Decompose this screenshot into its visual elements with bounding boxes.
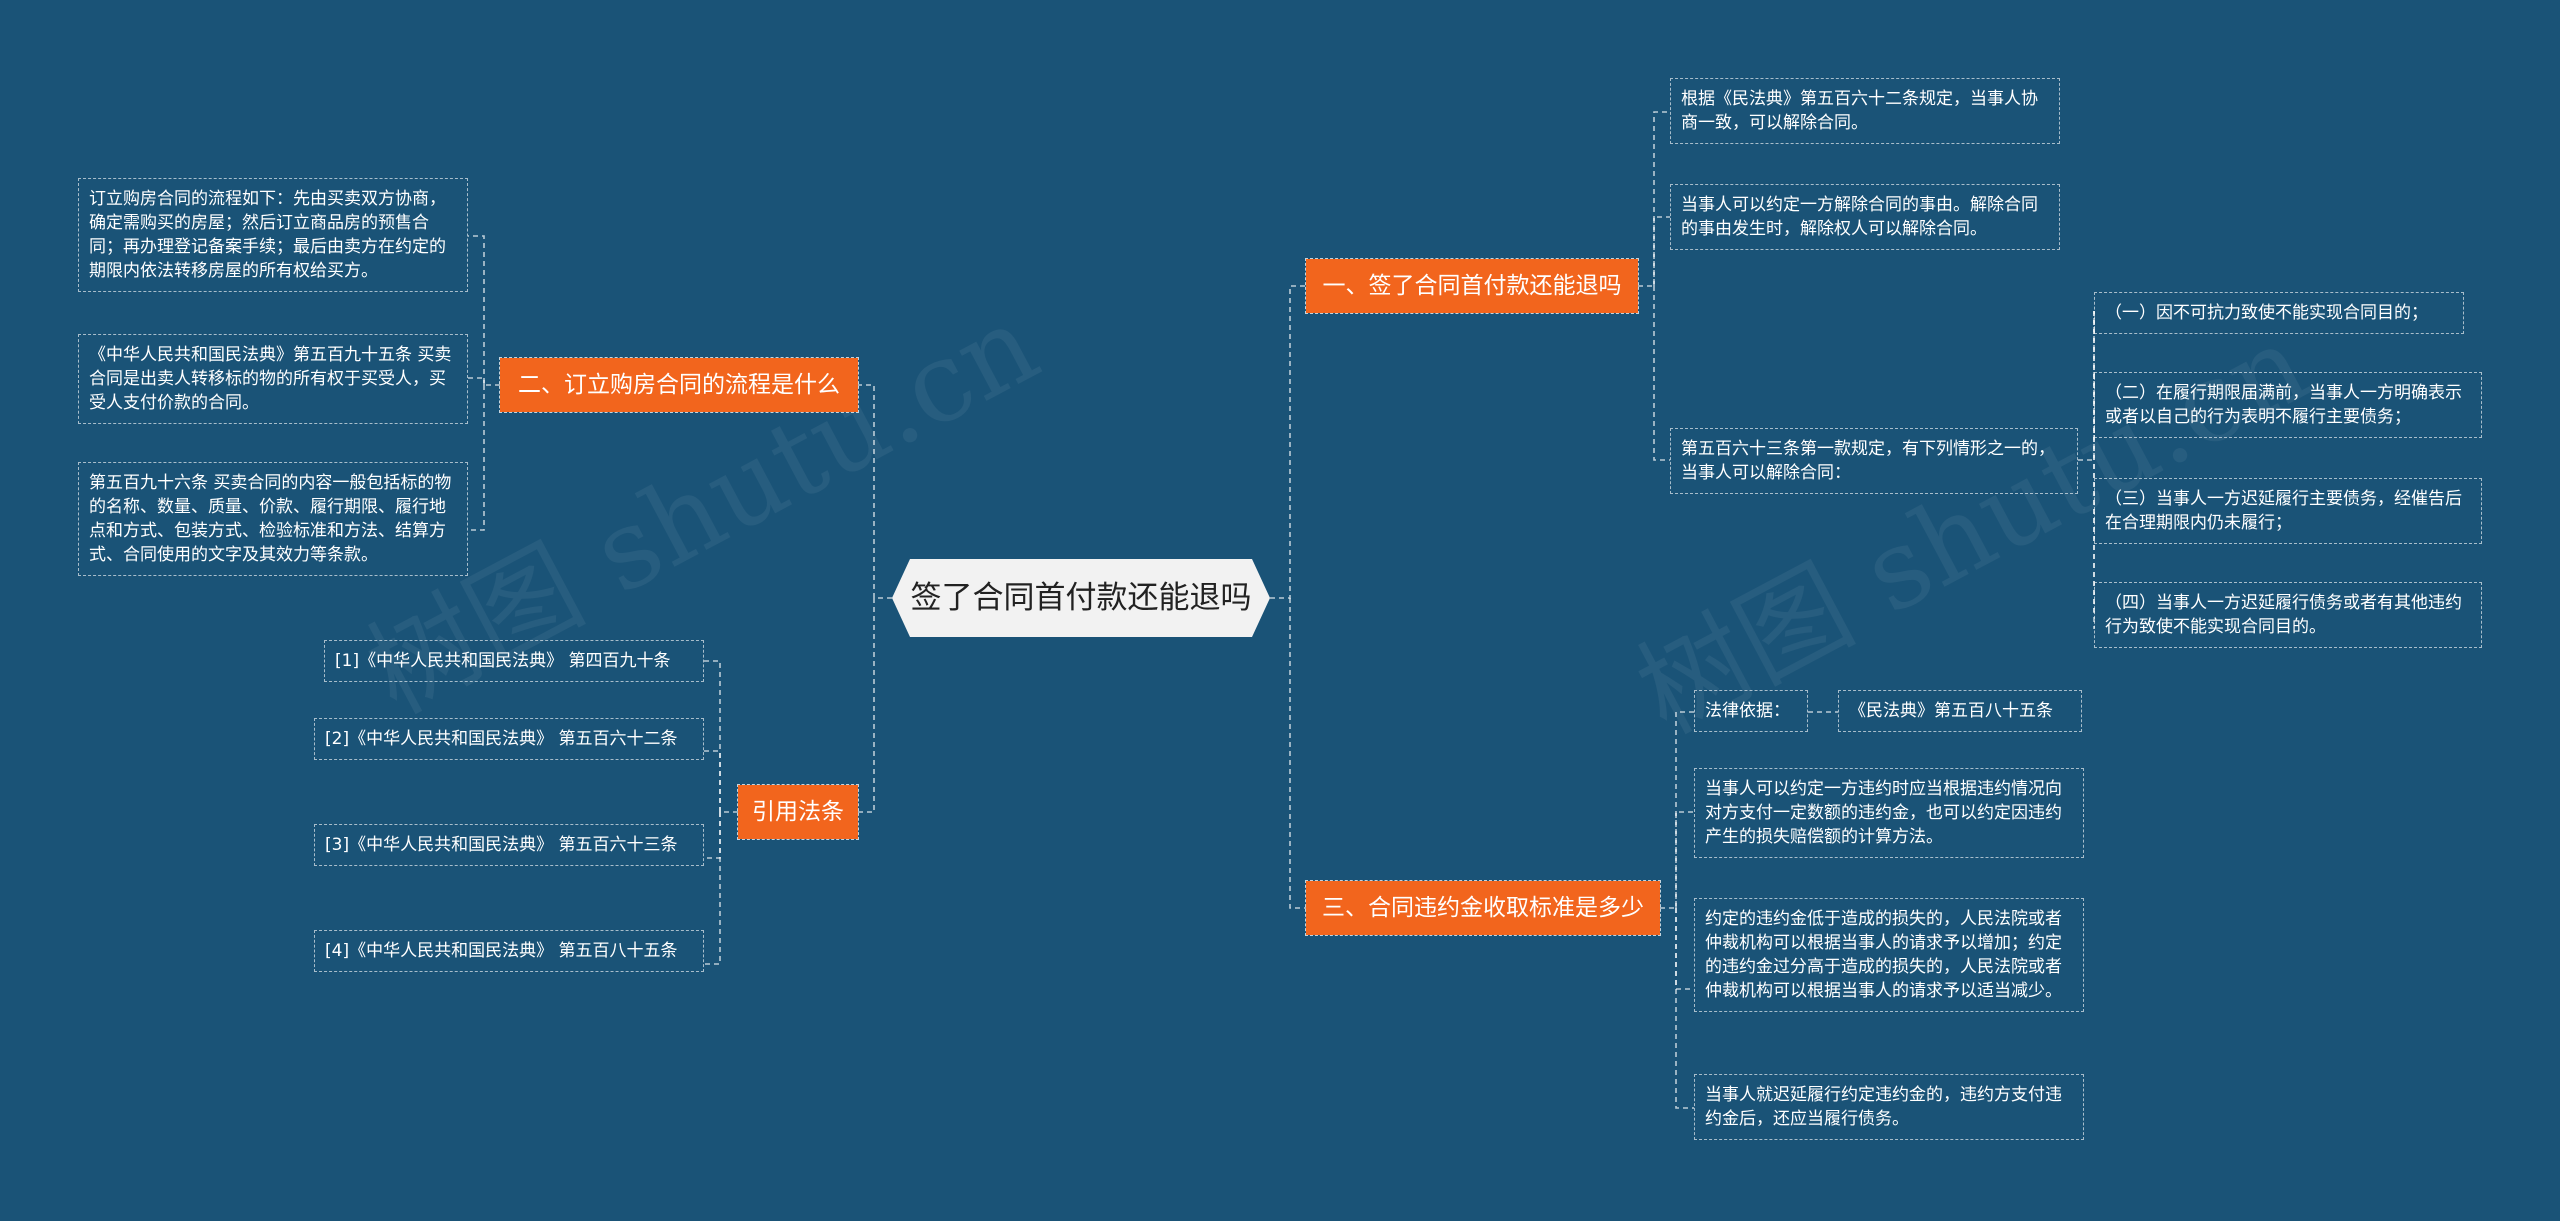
leaf-case-2[interactable]: （二）在履行期限届满前，当事人一方明确表示或者以自己的行为表明不履行主要债务； [2094,372,2482,438]
leaf-case-3[interactable]: （三）当事人一方迟延履行主要债务，经催告后在合理期限内仍未履行； [2094,478,2482,544]
leaf-penalty-agreement[interactable]: 当事人可以约定一方违约时应当根据违约情况向对方支付一定数额的违约金，也可以约定因… [1694,768,2084,858]
leaf-delay-penalty[interactable]: 当事人就迟延履行约定违约金的，违约方支付违约金后，还应当履行债务。 [1694,1074,2084,1140]
leaf-article-595[interactable]: 《中华人民共和国民法典》第五百九十五条 买卖合同是出卖人转移标的物的所有权于买受… [78,334,468,424]
citation-2[interactable]: [2]《中华人民共和国民法典》 第五百六十二条 [314,718,704,760]
leaf-mutual-rescission[interactable]: 根据《民法典》第五百六十二条规定，当事人协商一致，可以解除合同。 [1670,78,2060,144]
citation-3[interactable]: [3]《中华人民共和国民法典》 第五百六十三条 [314,824,704,866]
root-topic[interactable]: 签了合同首付款还能退吗 [892,559,1270,637]
leaf-article-563[interactable]: 第五百六十三条第一款规定，有下列情形之一的，当事人可以解除合同： [1670,428,2078,494]
leaf-legal-basis-label[interactable]: 法律依据： [1694,690,1808,732]
branch-cited-laws[interactable]: 引用法条 [737,784,859,840]
leaf-contract-process[interactable]: 订立购房合同的流程如下：先由买卖双方协商，确定需购买的房屋；然后订立商品房的预售… [78,178,468,292]
leaf-legal-basis-value[interactable]: 《民法典》第五百八十五条 [1838,690,2082,732]
citation-1[interactable]: [1]《中华人民共和国民法典》 第四百九十条 [324,640,704,682]
branch-refund-deposit[interactable]: 一、签了合同首付款还能退吗 [1305,258,1639,314]
leaf-case-1[interactable]: （一）因不可抗力致使不能实现合同目的； [2094,292,2464,334]
leaf-article-596[interactable]: 第五百九十六条 买卖合同的内容一般包括标的物的名称、数量、质量、价款、履行期限、… [78,462,468,576]
branch-penalty-standard[interactable]: 三、合同违约金收取标准是多少 [1305,880,1661,936]
leaf-case-4[interactable]: （四）当事人一方迟延履行债务或者有其他违约行为致使不能实现合同目的。 [2094,582,2482,648]
leaf-agreed-rescission[interactable]: 当事人可以约定一方解除合同的事由。解除合同的事由发生时，解除权人可以解除合同。 [1670,184,2060,250]
citation-4[interactable]: [4]《中华人民共和国民法典》 第五百八十五条 [314,930,704,972]
leaf-penalty-adjustment[interactable]: 约定的违约金低于造成的损失的，人民法院或者仲裁机构可以根据当事人的请求予以增加；… [1694,898,2084,1012]
branch-purchase-contract-process[interactable]: 二、订立购房合同的流程是什么 [499,357,859,413]
